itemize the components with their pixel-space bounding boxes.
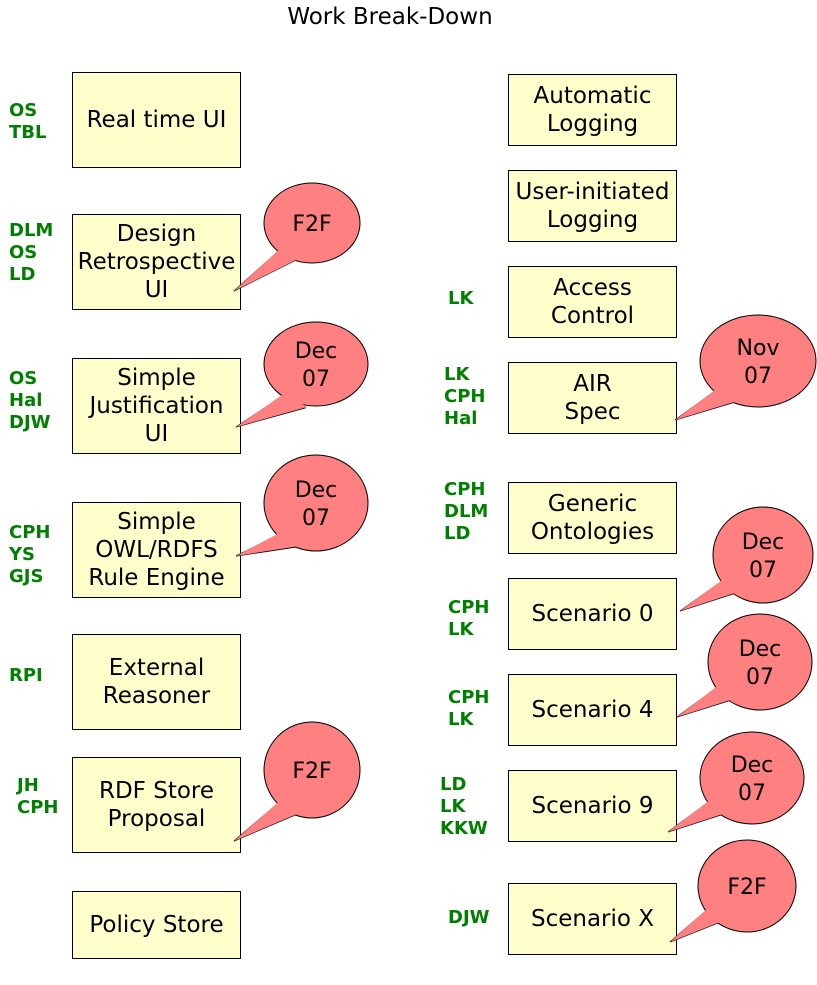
people-external-reasoner: RPI: [9, 665, 43, 686]
callout-scenario-x-text: F2F: [727, 875, 766, 900]
task-box-scenario-x: Scenario X: [508, 883, 677, 955]
task-box-external-reasoner: External Reasoner: [72, 634, 241, 730]
task-box-automatic-logging: Automatic Logging: [508, 74, 677, 146]
task-box-scenario-9: Scenario 9: [508, 770, 677, 842]
task-box-scenario-0: Scenario 0: [508, 578, 677, 650]
people-scenario-4: CPH LK: [448, 687, 490, 730]
task-box-design: Design Retrospective UI: [72, 214, 241, 310]
task-box-rdf-store: RDF Store Proposal: [72, 757, 241, 853]
callout-rdf-store: F2F: [233, 721, 361, 842]
people-scenario-x: DJW: [448, 907, 490, 928]
task-box-generic-ontologies: Generic Ontologies: [508, 482, 677, 554]
task-box-air-spec: AIR Spec: [508, 362, 677, 434]
diagram-title: Work Break-Down: [287, 4, 493, 30]
callout-design-text: F2F: [292, 212, 331, 237]
people-generic-ontologies: CPH DLM LD: [444, 479, 489, 544]
people-owl-rdfs: CPH YS GJS: [9, 522, 51, 587]
people-scenario-0: CPH LK: [448, 597, 490, 640]
task-box-policy-store: Policy Store: [72, 891, 241, 959]
callout-scenario-x: F2F: [669, 839, 797, 943]
people-simple-justification: OS Hal DJW: [9, 368, 51, 433]
people-access-control: LK: [448, 288, 474, 309]
people-air-spec: LK CPH Hal: [444, 364, 486, 429]
task-box-access-control: Access Control: [508, 266, 677, 338]
people-realtime: OS TBL: [9, 100, 47, 143]
task-box-scenario-4: Scenario 4: [508, 674, 677, 746]
task-box-realtime: Real time UI: [72, 72, 241, 168]
task-box-simple-justification: Simple Justification UI: [72, 358, 241, 454]
task-box-user-logging: User-initiated Logging: [508, 170, 677, 242]
task-box-owl-rdfs: Simple OWL/RDFS Rule Engine: [72, 502, 241, 598]
people-scenario-9: LD LK KKW: [440, 774, 488, 839]
callout-design: F2F: [233, 182, 361, 292]
people-rdf-store: JH CPH: [17, 775, 59, 818]
callout-rdf-store-text: F2F: [292, 759, 331, 784]
people-design: DLM OS LD: [9, 220, 54, 285]
